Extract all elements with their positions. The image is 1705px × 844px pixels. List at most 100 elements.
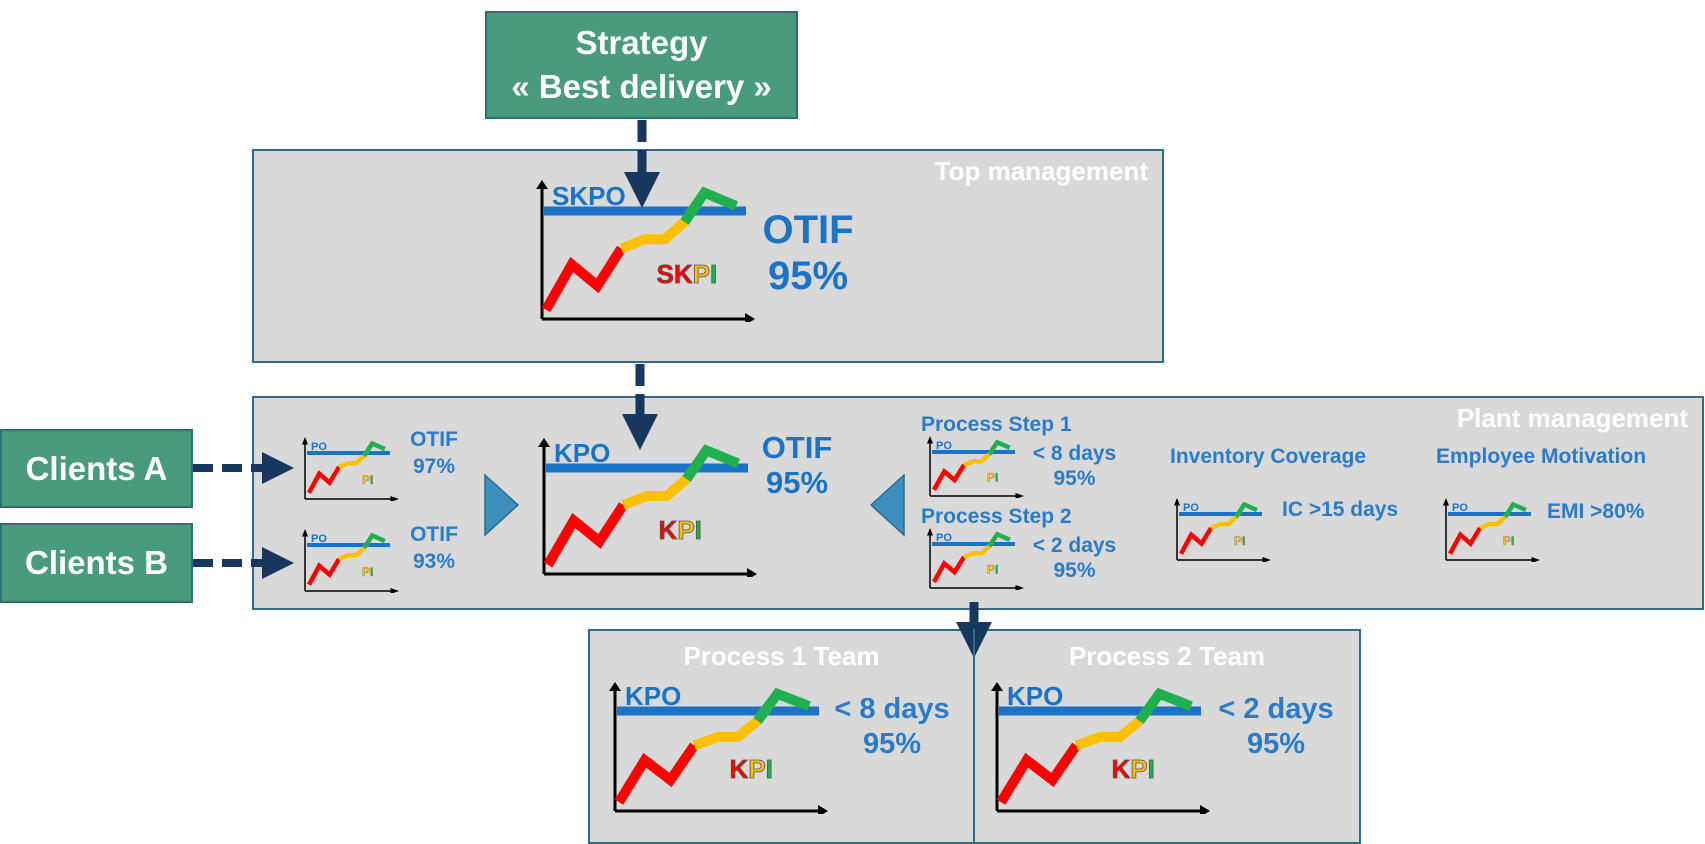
performance-red [932,555,966,583]
team-1-value: 95% [862,728,922,760]
process-step-2-target: < 2 days [1032,534,1117,557]
objective-label: KPO [625,681,681,711]
performance-red [307,465,341,494]
inventory-target: IC >15 days [1282,498,1399,521]
x-axis-arrowhead [747,568,757,580]
strategy-subtitle: « Best delivery » [511,68,772,105]
top-value: 95% [767,254,849,298]
kpi-label: KPI [1112,754,1155,784]
x-axis-arrowhead [818,805,828,817]
y-axis-arrowhead [609,682,621,691]
performance-yellow [692,690,782,751]
process-step-1-target: < 8 days [1032,442,1117,465]
y-axis-arrowhead [538,438,550,447]
strategy-title: Strategy [575,24,708,61]
y-axis-arrowhead [302,437,308,445]
indicator-graphic: KPO KPI [609,681,828,817]
indicator-graphic: KPO KPI [991,681,1210,817]
process-step-2-title: Process Step 2 [921,505,1072,528]
x-axis-arrowhead [1015,585,1024,591]
indicator-graphic: KPO KPI [538,438,757,580]
y-axis-arrowhead [991,682,1003,691]
triangle-left [869,473,905,537]
top-management-label: Top management [934,156,1148,186]
clients-a-metric: OTIF [410,428,458,451]
process-step-2-value: 95% [1053,559,1096,582]
kpi-chart-team-2: KPO KPI [985,680,1211,817]
team-2-value: 95% [1246,728,1306,760]
performance-green [362,440,386,458]
plant-metric: OTIF [761,430,833,465]
performance-yellow [619,189,709,254]
objective-label: PO [311,533,327,545]
performance-red [932,463,966,491]
y-axis-arrowhead [536,180,548,189]
x-axis-arrowhead [1015,493,1024,499]
performance-green [362,532,386,550]
performance-green [1135,687,1193,724]
y-axis-arrowhead [302,529,308,537]
plant-value: 95% [765,465,829,500]
performance-red [1179,526,1213,555]
kpi-chart-plant: KPO KPI [532,436,758,580]
y-axis-arrowhead [1443,498,1449,506]
process-2-team-panel: Process 2 Team [973,629,1361,844]
performance-red [541,245,626,313]
kpi-label: KPI [659,515,702,545]
kpi-label: PI [362,565,373,579]
top-metric: OTIF [762,208,854,252]
x-axis-arrowhead [390,588,399,594]
clients-a-box: Clients A [0,429,193,508]
process-1-team-panel: Process 1 Team [588,629,975,844]
clients-b-metric: OTIF [410,523,458,546]
team-2-target: < 2 days [1218,693,1334,725]
clients-a-value: 97% [412,455,456,478]
performance-green [1503,501,1527,519]
performance-green [680,186,739,225]
objective-label: KPO [1007,681,1063,711]
performance-green [682,444,740,482]
performance-green [1234,501,1258,519]
kpi-label: PI [362,473,373,487]
top-management-panel: Top management [252,149,1164,363]
motivation-target: EMI >80% [1547,500,1645,523]
clients-b-value: 93% [412,550,456,573]
performance-red [614,742,699,805]
clients-b-box: Clients B [0,523,193,603]
objective-label: SKPO [552,181,626,211]
process-2-team-label: Process 2 Team [1068,641,1266,671]
y-axis-arrowhead [927,528,933,536]
process-step-1-value: 95% [1053,467,1096,490]
objective-label: PO [936,440,952,452]
objective-label: PO [936,532,952,544]
pi-chart-clients-b: PO PI [300,527,400,594]
process-step-1-title: Process Step 1 [921,413,1072,436]
strategy-box: Strategy « Best delivery » [485,11,798,119]
x-axis-arrowhead [1531,557,1540,563]
kpi-label: PI [1234,534,1245,548]
kpi-label: KPI [730,754,773,784]
kpi-label: PI [987,562,998,576]
inventory-title: Inventory Coverage [1170,445,1367,468]
performance-red [307,557,341,586]
x-axis-arrowhead [390,496,399,502]
indicator-graphic: PO PI [927,528,1024,591]
clients-a-label: Clients A [25,449,168,487]
performance-red [1448,526,1482,555]
y-axis-arrowhead [927,436,933,444]
y-axis-arrowhead [1174,498,1180,506]
objective-label: KPO [554,438,610,468]
plant-management-label: Plant management [1456,403,1688,433]
performance-yellow [621,447,711,510]
objective-label: PO [1452,502,1468,514]
